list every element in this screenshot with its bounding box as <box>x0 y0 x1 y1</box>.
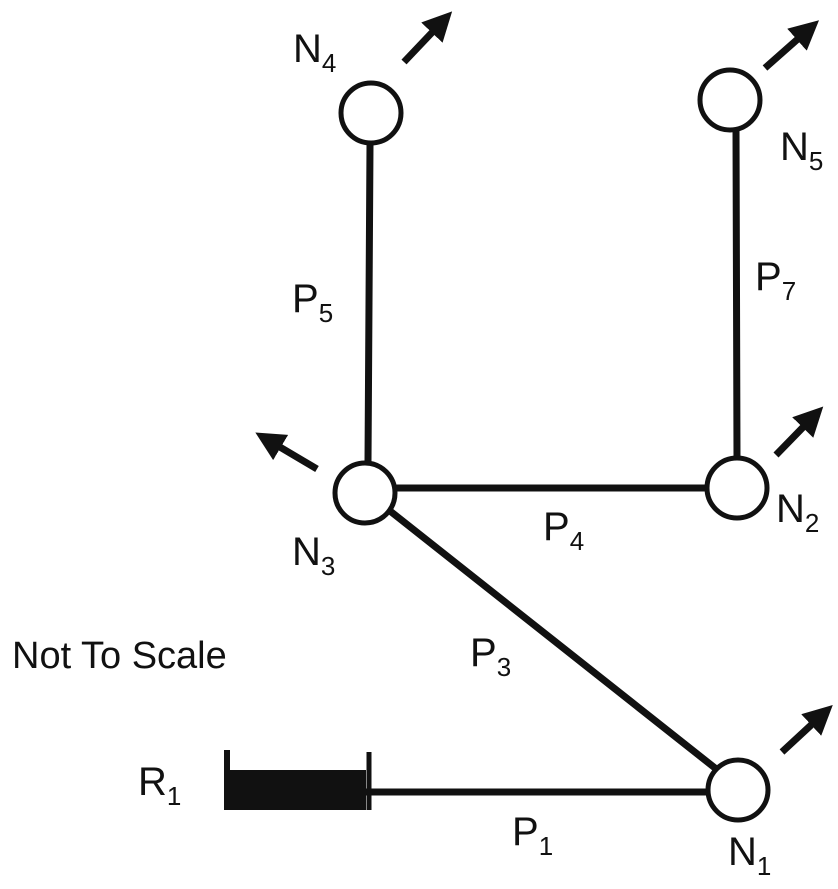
label-p4: P4 <box>543 505 584 556</box>
pipe-p7 <box>732 126 741 462</box>
node-n2 <box>704 455 770 521</box>
node-n3 <box>332 460 398 526</box>
label-p5: P5 <box>292 277 333 328</box>
demand-arrow-n1 <box>779 705 833 755</box>
demand-arrow-n5 <box>762 20 820 71</box>
reservoir-r1 <box>224 750 372 810</box>
not-to-scale-note: Not To Scale <box>12 635 227 677</box>
node-n1 <box>705 757 771 823</box>
label-n3: N3 <box>292 530 335 581</box>
label-p3: P3 <box>470 631 511 682</box>
label-n2: N2 <box>776 487 819 538</box>
label-p7: P7 <box>755 255 796 306</box>
label-p1: P1 <box>512 810 553 861</box>
reservoir-body <box>224 770 366 810</box>
label-r1: R1 <box>138 760 181 811</box>
demand-arrows <box>255 11 833 755</box>
demand-arrow-n3 <box>255 432 319 473</box>
demand-arrow-n2 <box>773 406 824 458</box>
node-n5 <box>697 67 763 133</box>
pipe-p3 <box>381 503 719 772</box>
label-n1: N1 <box>728 830 771 881</box>
pipes <box>362 126 741 796</box>
label-n4: N4 <box>293 27 336 78</box>
pipe-p5 <box>364 141 374 466</box>
nodes <box>332 67 771 823</box>
node-n4 <box>338 80 404 146</box>
demand-arrow-n4 <box>401 11 453 65</box>
label-n5: N5 <box>780 125 823 176</box>
